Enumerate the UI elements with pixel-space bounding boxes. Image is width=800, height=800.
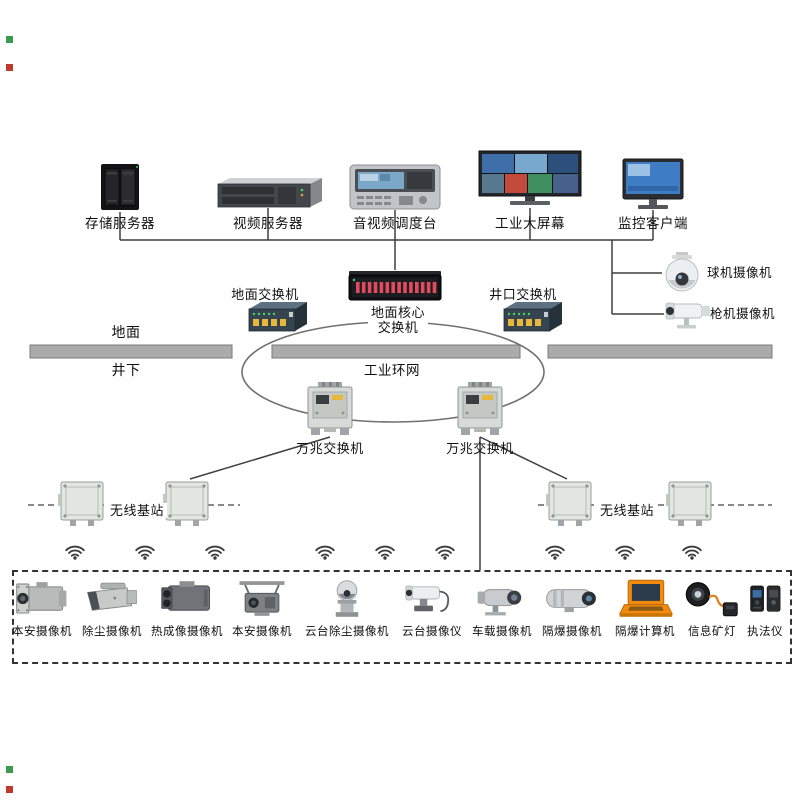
decoration-mark-icon: [6, 786, 13, 793]
bottom-device-label: 热成像摄像机: [151, 626, 223, 638]
bottom-device-label: 除尘摄像机: [82, 626, 142, 638]
is-bracket-camera-icon: [232, 578, 292, 620]
bottom-device-label: 信息矿灯: [688, 626, 736, 638]
connector-lines: [119, 208, 664, 570]
wifi-signal-icon: [132, 542, 158, 560]
exproof-computer-icon: [615, 578, 675, 620]
mine-lamp-icon: [682, 578, 742, 620]
10g-switch-left-label: 万兆交换机: [296, 441, 364, 456]
wifi-signal-icon: [312, 542, 338, 560]
wireless-base-station-icon: [163, 478, 211, 528]
surface-zone-label: 地面: [111, 324, 141, 340]
10g-switch-left-icon: [302, 382, 358, 437]
ptz-camera-icon: [402, 578, 462, 620]
wireless-base-station-label-right: 无线基站: [596, 503, 658, 519]
top-device-label: 视频服务器: [233, 216, 303, 231]
vehicle-camera-icon: [472, 578, 532, 620]
bottom-device-label: 本安摄像机: [232, 626, 292, 638]
10g-switch-right-label: 万兆交换机: [446, 441, 514, 456]
bottom-device-label: 隔爆摄像机: [542, 626, 602, 638]
underground-zone-label: 井下: [111, 362, 141, 378]
dispatch-console-icon: [349, 164, 441, 210]
wireless-base-station-icon: [58, 478, 106, 528]
dome-camera-icon: [662, 252, 702, 294]
bottom-device-label: 车载摄像机: [472, 626, 532, 638]
monitor-client-icon: [616, 158, 690, 210]
industrial-screen-icon: [478, 150, 582, 208]
top-device-label: 音视频调度台: [353, 216, 437, 231]
top-device-label: 工业大屏幕: [495, 216, 565, 231]
wellhead-switch-icon: [500, 300, 566, 333]
top-device-label: 存储服务器: [85, 216, 155, 231]
wifi-signal-icon: [202, 542, 228, 560]
body-recorder-icon: [743, 578, 787, 620]
decoration-mark-icon: [6, 36, 13, 43]
bottom-device-label: 隔爆计算机: [615, 626, 675, 638]
ground-switch-icon: [245, 300, 311, 333]
video-server-icon: [212, 177, 324, 208]
wireless-base-station-icon: [546, 478, 594, 528]
decoration-mark-icon: [6, 64, 13, 71]
wireless-base-station-label-left: 无线基站: [106, 503, 168, 519]
core-switch-label: 地面核心 交换机: [367, 305, 429, 336]
bottom-device-label: 云台除尘摄像机: [305, 626, 389, 638]
is-camera-icon: [12, 578, 72, 620]
bullet-camera-label: 枪机摄像机: [710, 307, 776, 321]
bottom-device-label: 本安摄像机: [12, 626, 72, 638]
storage-server-icon: [94, 162, 146, 212]
exproof-camera-icon: [542, 578, 602, 620]
dust-camera-icon: [82, 578, 142, 620]
dome-camera-label: 球机摄像机: [707, 266, 773, 280]
bullet-camera-icon: [664, 298, 712, 330]
wifi-signal-icon: [679, 542, 705, 560]
ptz-dust-camera-icon: [317, 578, 377, 620]
wifi-signal-icon: [62, 542, 88, 560]
bottom-device-label: 执法仪: [747, 626, 783, 638]
wellhead-switch-label: 井口交换机: [489, 287, 557, 302]
wifi-signal-icon: [542, 542, 568, 560]
surface-ground-bars: [29, 344, 773, 359]
top-device-label: 监控客户端: [618, 216, 688, 231]
decoration-mark-icon: [6, 766, 13, 773]
core-switch-icon: [348, 270, 442, 304]
bottom-device-label: 云台摄像仪: [402, 626, 462, 638]
wifi-signal-icon: [372, 542, 398, 560]
ground-switch-label: 地面交换机: [231, 287, 299, 302]
ground-bar-middle: [271, 344, 521, 359]
ring-network-label: 工业环网: [361, 363, 423, 379]
ground-bar-left: [29, 344, 233, 359]
wifi-signal-icon: [432, 542, 458, 560]
wireless-base-station-icon: [666, 478, 714, 528]
thermal-camera-icon: [157, 578, 217, 620]
underground-devices-box: [12, 570, 792, 664]
10g-switch-right-icon: [452, 382, 508, 437]
wifi-signal-icon: [612, 542, 638, 560]
ground-bar-right: [547, 344, 773, 359]
